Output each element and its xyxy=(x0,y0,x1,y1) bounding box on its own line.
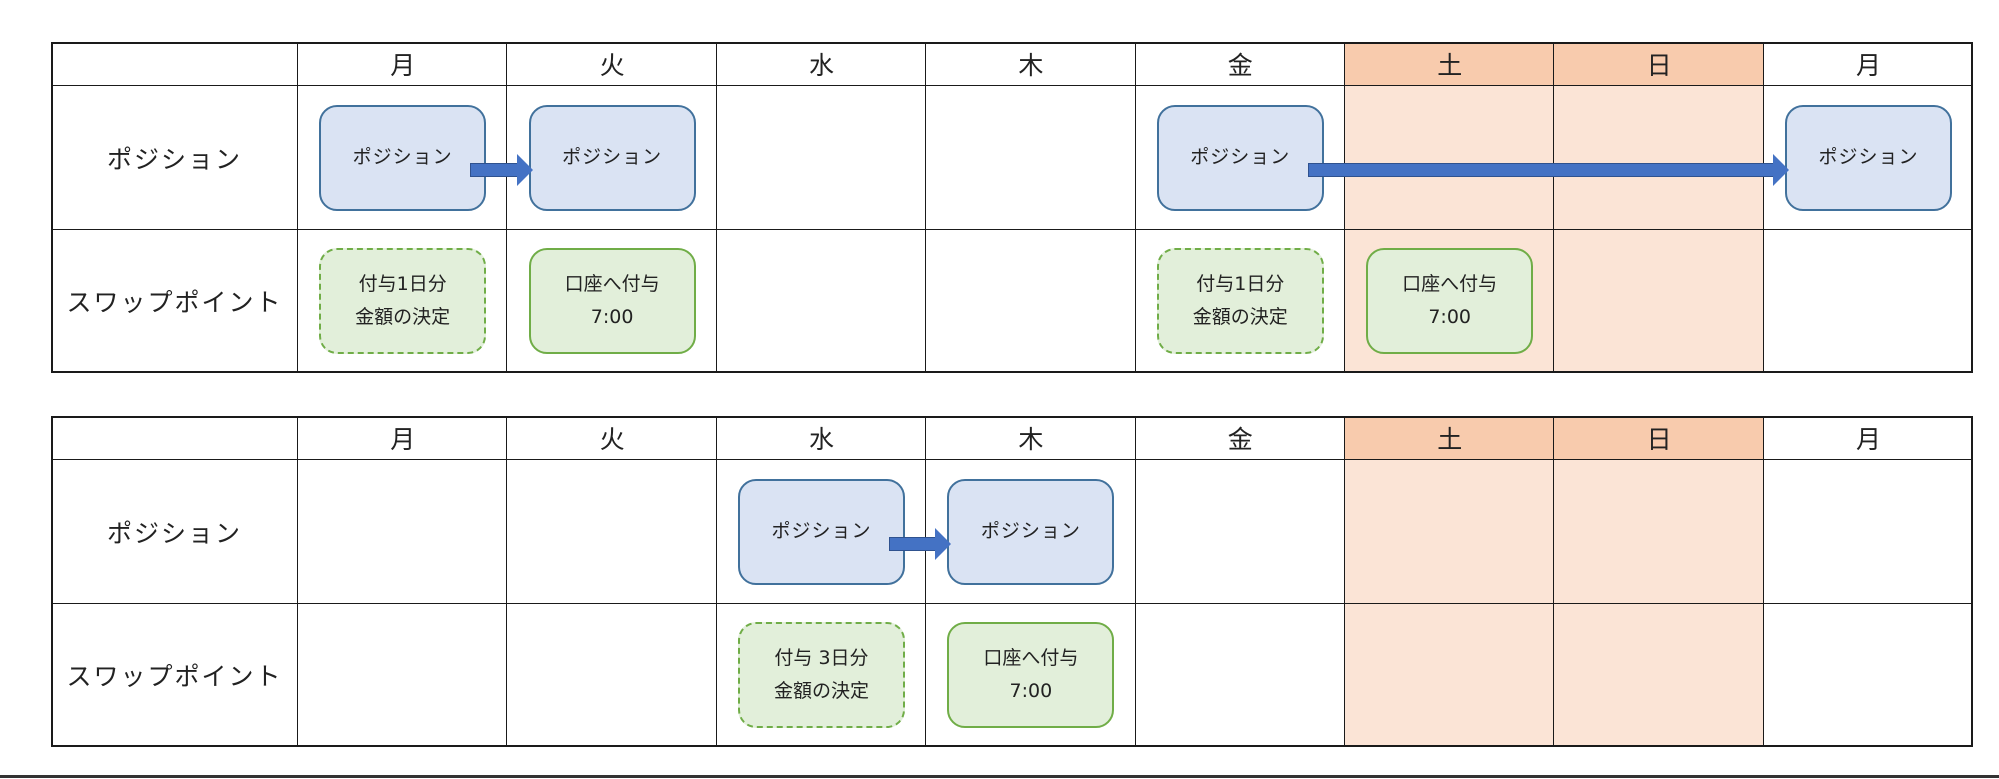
day-header-label: 木 xyxy=(1018,51,1044,80)
day-header-cell xyxy=(926,42,1136,86)
grid-cell xyxy=(298,86,508,230)
box-text-line: 付与1日分 xyxy=(358,273,447,296)
day-header-cell xyxy=(716,416,927,460)
day-header-label: 火 xyxy=(599,425,625,454)
bottom-divider xyxy=(0,775,1999,778)
day-header-cell xyxy=(1135,416,1345,460)
box-text-line: 口座へ付与 xyxy=(983,647,1079,670)
right-arrow-icon xyxy=(1307,153,1789,186)
position-box: ポジション xyxy=(947,478,1115,585)
table-border xyxy=(51,416,1973,747)
swap-credit-box: 口座へ付与 7:00 xyxy=(947,622,1115,729)
row-label-cell xyxy=(51,460,298,604)
arrow-head xyxy=(516,153,533,186)
day-header-label: 火 xyxy=(599,51,625,80)
swap-amount-decision-box: 付与1日分金額の決定 xyxy=(1156,248,1324,355)
day-header-cell xyxy=(298,416,508,460)
day-header-label: 木 xyxy=(1018,425,1044,454)
box-text-line: ポジション xyxy=(352,146,453,169)
position-box: ポジション xyxy=(1156,104,1324,211)
header-corner-cell xyxy=(51,42,298,86)
swap-credit-box: 口座へ付与 7:00 xyxy=(528,248,696,355)
box-text-line: 金額の決定 xyxy=(1192,306,1288,329)
box-text-line: 口座へ付与 xyxy=(564,273,660,296)
box-text-line: 金額の決定 xyxy=(773,680,869,703)
box-text-line: 7:00 xyxy=(1009,680,1053,703)
box-text-line: ポジション xyxy=(562,146,663,169)
day-header-label: 金 xyxy=(1227,51,1253,80)
box-text-line: 7:00 xyxy=(590,306,634,329)
grid-cell xyxy=(298,460,508,604)
table-border xyxy=(51,42,1973,373)
swap-amount-decision-box: 付与 3日分金額の決定 xyxy=(738,622,905,729)
day-header-label: 月 xyxy=(1855,51,1881,80)
day-header-label: 日 xyxy=(1646,425,1672,454)
day-header-label: 月 xyxy=(390,51,416,80)
day-header-cell xyxy=(298,42,508,86)
box-text-line: 7:00 xyxy=(1428,306,1472,329)
swap-credit-box: 口座へ付与 7:00 xyxy=(1366,248,1534,355)
box-text-line: ポジション xyxy=(1190,146,1291,169)
row-label: ポジション xyxy=(106,144,242,174)
day-header-label: 金 xyxy=(1227,425,1253,454)
position-box: ポジション xyxy=(528,104,696,211)
box-text-line: 付与 3日分 xyxy=(774,647,869,670)
right-arrow-icon xyxy=(889,527,952,560)
grid-cell xyxy=(507,460,717,604)
position-box: ポジション xyxy=(738,478,905,585)
day-header-cell xyxy=(1345,416,1555,460)
header-corner-cell xyxy=(51,416,298,460)
arrow-head xyxy=(935,527,952,560)
day-header-label: 月 xyxy=(1855,425,1881,454)
day-header-cell xyxy=(716,42,927,86)
row-label: ポジション xyxy=(106,518,242,548)
position-box: ポジション xyxy=(1785,104,1952,211)
day-header-label: 水 xyxy=(808,51,834,80)
position-box: ポジション xyxy=(319,104,487,211)
day-header-cell xyxy=(1554,416,1764,460)
grid-cell xyxy=(1345,460,1555,604)
day-header-label: 土 xyxy=(1437,425,1463,454)
row-label: スワップポイント xyxy=(66,662,283,692)
grid-cell xyxy=(1135,86,1345,230)
box-text-line: ポジション xyxy=(771,520,872,543)
grid-cell xyxy=(716,86,927,230)
box-text-line: 口座へ付与 xyxy=(1402,273,1498,296)
schedule-table-2: 月火水木金土日月ポジションスワップポイントポジションポジション付与 3日分金額の… xyxy=(51,416,1974,747)
grid-cell xyxy=(1135,460,1345,604)
box-text-line: ポジション xyxy=(1818,146,1919,169)
day-header-cell xyxy=(1554,42,1764,86)
day-header-cell xyxy=(1135,42,1345,86)
grid-cell xyxy=(1345,603,1555,747)
schedule-table-1: 月火水木金土日月ポジションスワップポイントポジションポジションポジションポジショ… xyxy=(51,42,1974,373)
grid-cell xyxy=(716,460,927,604)
box-text-line: 付与1日分 xyxy=(1196,273,1285,296)
grid-cell xyxy=(507,86,717,230)
grid-cell xyxy=(1345,86,1555,230)
grid-cell xyxy=(926,460,1136,604)
row-label: スワップポイント xyxy=(66,288,283,318)
grid-cell xyxy=(926,86,1136,230)
day-header-cell xyxy=(507,42,717,86)
grid-cell xyxy=(1554,86,1764,230)
grid-cell xyxy=(1554,460,1764,604)
box-text-line: ポジション xyxy=(980,520,1081,543)
row-label-cell xyxy=(51,86,298,230)
day-header-label: 日 xyxy=(1646,51,1672,80)
box-text-line: 金額の決定 xyxy=(355,306,451,329)
day-header-cell xyxy=(1345,42,1555,86)
right-arrow-icon xyxy=(470,153,533,186)
arrow-head xyxy=(1772,153,1789,186)
swap-amount-decision-box: 付与1日分金額の決定 xyxy=(319,248,487,355)
day-header-label: 土 xyxy=(1437,51,1463,80)
day-header-cell xyxy=(926,416,1136,460)
grid-cell xyxy=(1554,229,1764,373)
day-header-cell xyxy=(507,416,717,460)
day-header-label: 水 xyxy=(808,425,834,454)
day-header-label: 月 xyxy=(390,425,416,454)
